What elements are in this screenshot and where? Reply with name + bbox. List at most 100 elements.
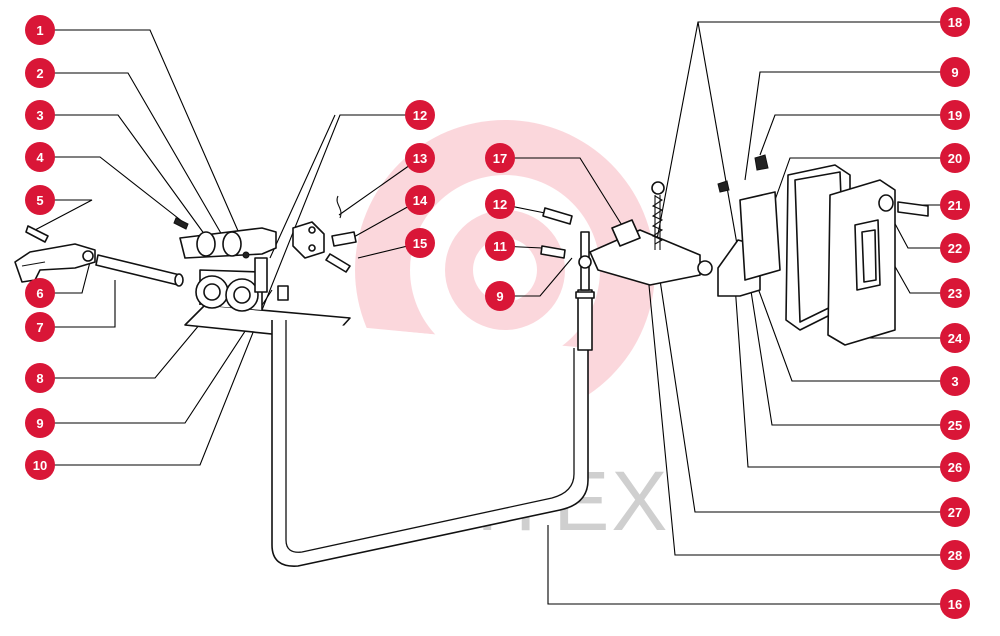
svg-text:26: 26 bbox=[948, 460, 962, 475]
callout-25: 25 bbox=[940, 410, 970, 440]
callout-badge bbox=[940, 100, 970, 130]
svg-text:23: 23 bbox=[948, 286, 962, 301]
callout-6: 6 bbox=[25, 278, 55, 308]
svg-text:2: 2 bbox=[36, 66, 43, 81]
callout-badge bbox=[485, 281, 515, 311]
callout-13: 13 bbox=[405, 143, 435, 173]
callout-16: 16 bbox=[940, 589, 970, 619]
callout-badge bbox=[940, 452, 970, 482]
callout-badge bbox=[25, 450, 55, 480]
callout-3-right: 3 bbox=[940, 366, 970, 396]
svg-text:10: 10 bbox=[33, 458, 47, 473]
callout-15: 15 bbox=[405, 228, 435, 258]
callout-24: 24 bbox=[940, 323, 970, 353]
svg-text:13: 13 bbox=[413, 151, 427, 166]
callout-badge bbox=[940, 540, 970, 570]
callout-17: 17 bbox=[485, 143, 515, 173]
callout-20: 20 bbox=[940, 143, 970, 173]
callout-badge bbox=[25, 408, 55, 438]
callout-12-left: 12 bbox=[405, 100, 435, 130]
callout-badge bbox=[25, 363, 55, 393]
svg-text:3: 3 bbox=[951, 374, 958, 389]
callout-1: 1 bbox=[25, 15, 55, 45]
svg-text:18: 18 bbox=[948, 15, 962, 30]
svg-text:15: 15 bbox=[413, 236, 427, 251]
callout-badge bbox=[940, 57, 970, 87]
svg-text:19: 19 bbox=[948, 108, 962, 123]
callout-badge bbox=[485, 231, 515, 261]
svg-text:12: 12 bbox=[493, 197, 507, 212]
svg-text:1: 1 bbox=[36, 23, 43, 38]
svg-text:12: 12 bbox=[413, 108, 427, 123]
right-handle-assembly bbox=[717, 154, 929, 346]
callout-2: 2 bbox=[25, 58, 55, 88]
callout-26: 26 bbox=[940, 452, 970, 482]
callout-badge bbox=[405, 185, 435, 215]
callout-7: 7 bbox=[25, 312, 55, 342]
callout-badge bbox=[940, 7, 970, 37]
callout-10: 10 bbox=[25, 450, 55, 480]
callout-8: 8 bbox=[25, 363, 55, 393]
svg-text:22: 22 bbox=[948, 241, 962, 256]
callout-5: 5 bbox=[25, 185, 55, 215]
svg-text:7: 7 bbox=[36, 320, 43, 335]
svg-text:28: 28 bbox=[948, 548, 962, 563]
svg-text:4: 4 bbox=[36, 150, 44, 165]
svg-text:21: 21 bbox=[948, 198, 962, 213]
callout-19: 19 bbox=[940, 100, 970, 130]
callout-9-right: 9 bbox=[940, 57, 970, 87]
svg-text:9: 9 bbox=[951, 65, 958, 80]
callout-14: 14 bbox=[405, 185, 435, 215]
callout-badge bbox=[940, 410, 970, 440]
callout-9-center: 9 bbox=[485, 281, 515, 311]
svg-text:16: 16 bbox=[948, 597, 962, 612]
callout-badge bbox=[25, 278, 55, 308]
svg-text:17: 17 bbox=[493, 151, 507, 166]
callout-9-left: 9 bbox=[25, 408, 55, 438]
svg-text:20: 20 bbox=[948, 151, 962, 166]
cable bbox=[271, 231, 595, 567]
callout-22: 22 bbox=[940, 233, 970, 263]
callout-badge bbox=[940, 497, 970, 527]
svg-text:11: 11 bbox=[493, 239, 507, 254]
callout-18: 18 bbox=[940, 7, 970, 37]
callout-3: 3 bbox=[25, 100, 55, 130]
svg-text:25: 25 bbox=[948, 418, 962, 433]
svg-text:6: 6 bbox=[36, 286, 43, 301]
callout-4: 4 bbox=[25, 142, 55, 172]
svg-text:9: 9 bbox=[36, 416, 43, 431]
callout-badge bbox=[405, 143, 435, 173]
callout-badge bbox=[940, 589, 970, 619]
callout-badge bbox=[25, 185, 55, 215]
callout-badge bbox=[25, 15, 55, 45]
callout-labels: 1 2 3 4 5 6 7 8 9 10 12 13 14 15 17 12 1… bbox=[25, 7, 970, 619]
callout-badge bbox=[485, 189, 515, 219]
callout-badge bbox=[940, 323, 970, 353]
callout-28: 28 bbox=[940, 540, 970, 570]
callout-badge bbox=[940, 143, 970, 173]
callout-badge bbox=[940, 190, 970, 220]
callout-badge bbox=[405, 100, 435, 130]
svg-text:8: 8 bbox=[36, 371, 43, 386]
leader-lines bbox=[34, 21, 955, 605]
callout-23: 23 bbox=[940, 278, 970, 308]
callout-21: 21 bbox=[940, 190, 970, 220]
callout-badge bbox=[940, 278, 970, 308]
svg-text:3: 3 bbox=[36, 108, 43, 123]
svg-text:24: 24 bbox=[948, 331, 963, 346]
svg-text:14: 14 bbox=[413, 193, 428, 208]
svg-text:5: 5 bbox=[36, 193, 43, 208]
callout-badge bbox=[25, 312, 55, 342]
left-lever-assembly bbox=[14, 195, 357, 341]
callout-badge bbox=[940, 366, 970, 396]
callout-12-center: 12 bbox=[485, 189, 515, 219]
callout-27: 27 bbox=[940, 497, 970, 527]
callout-badge bbox=[25, 100, 55, 130]
callout-badge bbox=[485, 143, 515, 173]
callout-11: 11 bbox=[485, 231, 515, 261]
svg-text:9: 9 bbox=[496, 289, 503, 304]
callout-badge bbox=[940, 233, 970, 263]
callout-badge bbox=[405, 228, 435, 258]
